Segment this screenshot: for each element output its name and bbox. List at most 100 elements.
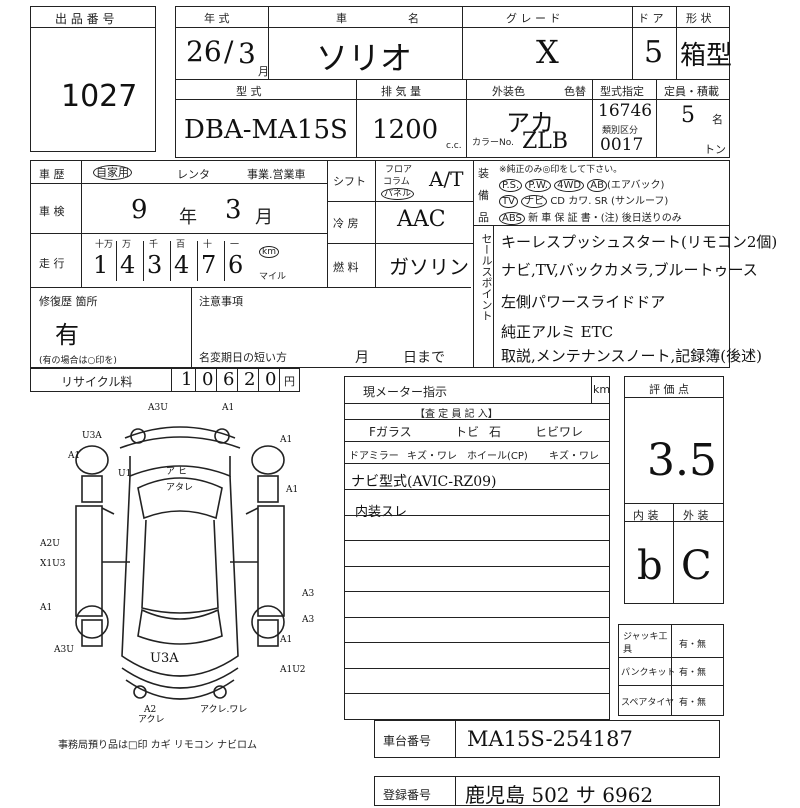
damage-mark: U1: [118, 469, 131, 479]
model-cert-label: 型式指定: [600, 85, 644, 98]
mileage-digit: 6: [228, 251, 244, 279]
note-line: [345, 514, 609, 516]
shift-floor: フロア: [385, 165, 413, 175]
crack-label: ヒビワレ: [535, 425, 584, 439]
spare-tire-value: 有・無: [679, 698, 707, 708]
sales-point-5: 取説,メンテナンスノート,記録簿(後述): [501, 347, 762, 365]
damage-mark: A3U: [53, 645, 74, 655]
mileage-digit-label: 百: [176, 240, 186, 250]
caution-label: 注意事項: [199, 295, 243, 308]
damage-mark: A1: [221, 403, 234, 413]
exterior-color-label: 外装色: [492, 85, 525, 98]
ac-label: 冷 房: [333, 217, 359, 230]
damage-mark: A3U: [147, 403, 168, 413]
mileage-digit-label: 十万: [95, 240, 114, 250]
mileage-digit: 4: [174, 251, 190, 279]
ton-unit: トン: [704, 143, 726, 156]
equip-line-1: P.S. P.W. 4WD AB(エアバック): [499, 176, 664, 192]
exterior-label: 外 装: [683, 509, 709, 522]
year-label: 年 式: [204, 12, 230, 25]
repair-note: (有の場合は○印を): [39, 356, 117, 366]
registration-label: 登録番号: [383, 788, 432, 802]
interior-grade: b: [637, 543, 663, 589]
name-change-label: 名変期日の短い方: [199, 351, 287, 364]
recycle-digit: 1: [181, 369, 193, 390]
mileage-digit-label: 千: [149, 240, 159, 250]
color-change-label: 色替: [564, 85, 586, 98]
chassis-label: 車台番号: [383, 734, 432, 748]
rating-box: 評 価 点 3.5 内 装 外 装 b C: [624, 376, 724, 604]
damage-mark: ア ヒ: [166, 466, 187, 477]
jack-value: 有・無: [679, 640, 707, 650]
mirror-damage-label: キズ・ワレ: [407, 451, 457, 462]
mileage-digit: 7: [201, 251, 217, 279]
wheel-label: ホイール(CP): [467, 451, 528, 462]
mileage-digit-label: 万: [122, 240, 132, 250]
inspection-month-unit: 月: [255, 207, 273, 228]
damage-mark: A1: [39, 603, 52, 613]
mileage-digit: 3: [147, 251, 163, 279]
chassis-box: 車台番号 MA15S-254187: [374, 720, 720, 758]
mileage-digit: 4: [120, 251, 136, 279]
damage-mark: A1U2: [279, 665, 306, 675]
equip-label-2: 備: [478, 189, 489, 202]
rating-label: 評 価 点: [649, 383, 689, 396]
model-label: 型 式: [236, 85, 262, 98]
stone-label: 石: [489, 425, 502, 439]
history-box: 車 歴 自家用 レンタ 事業.営業車 車 検 9 年 3 月 走 行 km マイ…: [30, 160, 777, 368]
chip-label: トビ: [455, 425, 480, 439]
business-label: 事業.営業車: [247, 168, 306, 181]
sales-point-3: 左側パワースライドドア: [501, 293, 666, 311]
mile-unit: マイル: [259, 272, 287, 282]
damage-mark: A1: [279, 435, 292, 445]
equip-line-2: TV ナビ CD カワ. SR (サンルーフ): [499, 192, 668, 208]
displacement-label: 排 気 量: [381, 85, 421, 98]
color-no-value: ZLB: [522, 129, 569, 154]
registration-value: 鹿児島 502 サ 6962: [465, 783, 654, 807]
damage-mark: A1: [279, 635, 292, 645]
door-count: 5: [644, 35, 664, 70]
damage-mark: アクレ.ワレ: [200, 704, 247, 715]
color-value: アカ: [506, 109, 554, 137]
lot-label: 出 品 番 号: [55, 12, 115, 26]
fuel-label: 燃 料: [333, 261, 359, 274]
note-line: [345, 693, 609, 694]
shift-label: シフト: [333, 175, 366, 188]
recycle-label: リサイクル料: [61, 375, 133, 389]
damage-mark: A2: [143, 705, 156, 715]
accessories-box: ジャッキ工 具 有・無 パンクキット 有・無 スペアタイヤ 有・無: [618, 624, 724, 716]
damage-mark: アタレ: [166, 482, 193, 493]
km-unit: km: [259, 246, 279, 258]
cc-unit: c.c.: [446, 141, 462, 151]
grade-label: グ レ ー ド: [506, 12, 561, 25]
meter-unit: km: [593, 383, 611, 396]
repair-value: 有: [55, 321, 79, 349]
grade-value: X: [536, 33, 559, 71]
name-change-month: 月: [355, 350, 369, 366]
note-line: [345, 540, 609, 541]
recycle-digit: 6: [223, 369, 235, 390]
equip-label-1: 装: [478, 167, 489, 180]
name-label: 名: [408, 12, 419, 25]
recycle-unit: 円: [284, 375, 295, 388]
mileage-digit-label: 一: [230, 240, 240, 250]
recycle-digit: 2: [244, 369, 256, 390]
damage-mark: U3A: [82, 431, 102, 441]
equip-note: ※純正のみ◎印をして下さい。: [499, 165, 623, 175]
puncture-kit-value: 有・無: [679, 668, 707, 678]
capacity-value: 5: [681, 103, 695, 128]
diagram-footer: 事務局預り品は□印 カギ リモコン ナビロム: [58, 740, 257, 751]
ac-value: AAC: [397, 207, 446, 232]
inspector-note-1: ナビ型式(AVIC-RZ09): [351, 474, 497, 490]
shape-label: 形 状: [686, 12, 712, 25]
name-change-day: 日まで: [403, 350, 445, 366]
year-value: 26: [186, 35, 222, 68]
body-shape: 箱型: [680, 41, 733, 71]
color-no-label: カラーNo.: [472, 138, 514, 148]
damage-mark: A1: [285, 485, 298, 495]
rating-score: 3.5: [647, 435, 717, 486]
jack-label: ジャッキ工 具: [623, 632, 668, 655]
damage-mark: A3: [301, 615, 314, 625]
model-cert-value: 16746: [598, 101, 653, 121]
